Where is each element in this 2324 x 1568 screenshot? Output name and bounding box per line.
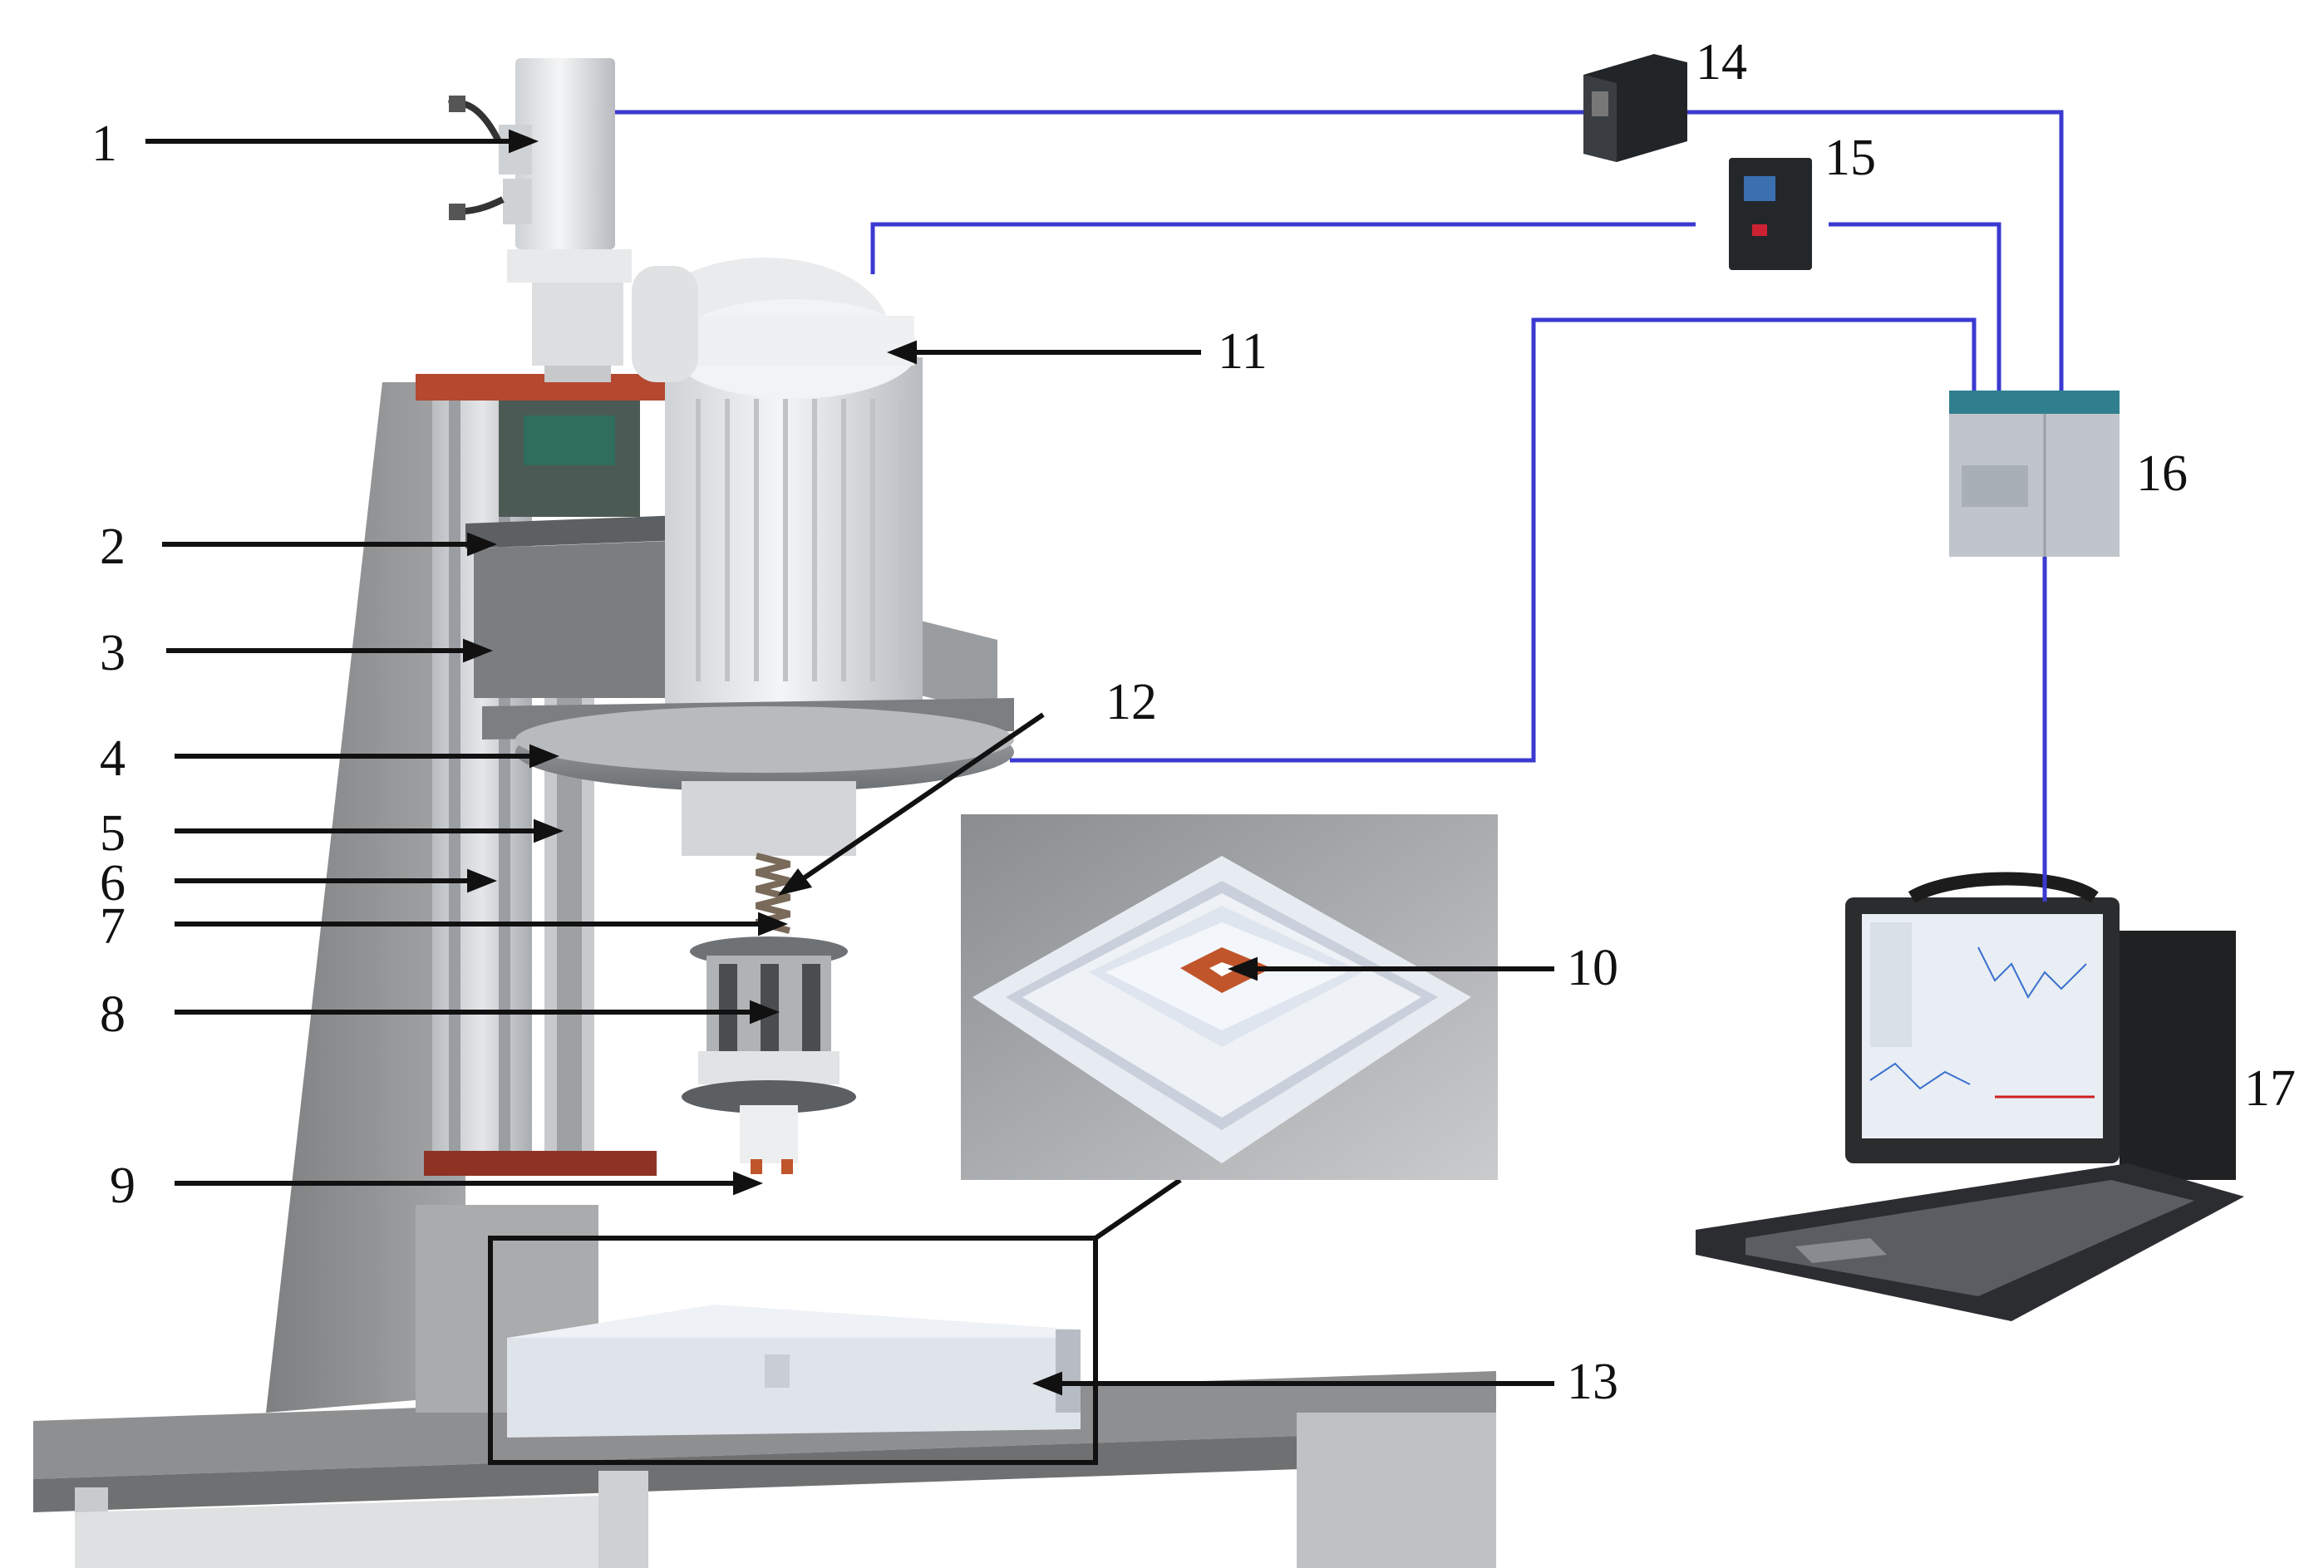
servo-motor-icon [448, 58, 632, 382]
laptop-icon [1696, 872, 2244, 1321]
callout-label-7: 7 [100, 898, 126, 955]
callout-label-17: 17 [2244, 1060, 2296, 1117]
plc-icon [1949, 391, 2120, 557]
bottom-plate [424, 1151, 657, 1176]
callout-label-6: 6 [100, 855, 126, 912]
tank-highlight-box [488, 1236, 1098, 1465]
callout-label-11: 11 [1218, 323, 1268, 380]
callout-label-3: 3 [100, 625, 126, 681]
tool-holder [682, 936, 856, 1163]
callout-arrows [145, 129, 1554, 1396]
callout-label-8: 8 [100, 986, 126, 1043]
linear-guide-column [432, 391, 532, 1172]
callout-label-5: 5 [100, 805, 126, 862]
rotating-disk [515, 706, 1014, 856]
callout-label-16: 16 [2136, 445, 2188, 502]
callout-label-14: 14 [1696, 34, 1747, 91]
inverter-icon [1729, 158, 1812, 270]
callout-labels: 1 2 3 4 5 6 7 8 9 10 11 12 13 14 15 16 1… [91, 34, 2296, 1410]
servo-driver-icon [1583, 54, 1687, 162]
callout-label-2: 2 [100, 519, 126, 575]
tool-tips [751, 1159, 793, 1174]
coupling-block [499, 401, 640, 517]
callout-label-10: 10 [1567, 940, 1618, 996]
spindle-motor-icon [632, 258, 923, 706]
callout-label-12: 12 [1105, 674, 1157, 730]
callout-label-13: 13 [1567, 1354, 1618, 1410]
callout-label-9: 9 [110, 1158, 135, 1214]
callout-label-4: 4 [100, 730, 126, 787]
tank-icon [507, 1305, 1081, 1438]
callout-label-15: 15 [1824, 130, 1876, 186]
inset-connector [1094, 1177, 1182, 1241]
callout-label-1: 1 [91, 116, 117, 172]
cable-lines [615, 110, 2064, 902]
inset-detail [961, 814, 1498, 1180]
